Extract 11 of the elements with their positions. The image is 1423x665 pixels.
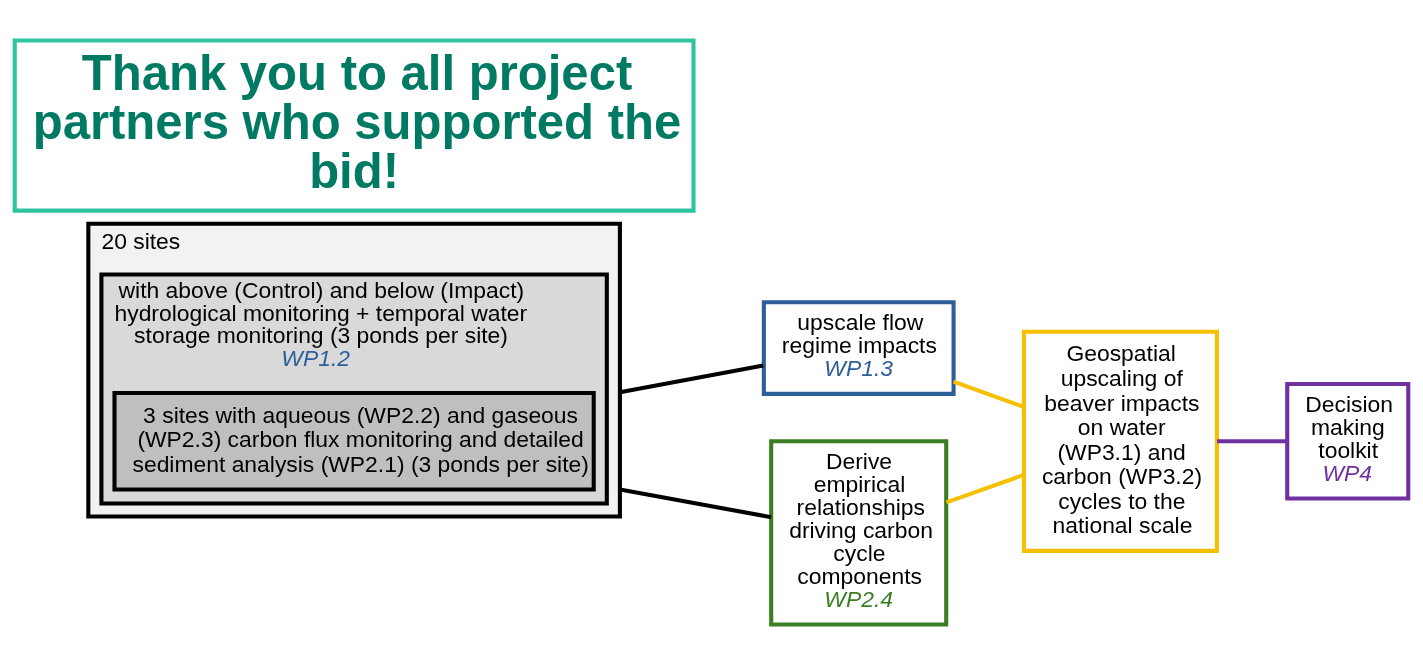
connector xyxy=(945,473,1025,505)
node-box: Thank you to all project partners who supported the bid! xyxy=(12,38,696,213)
node-box: Geospatial upscaling of beaver impacts on water (WP3.1) and carbon (WP3.2) cycles to the national scale xyxy=(1021,329,1219,553)
node-box: Decision making toolkit WP4 xyxy=(1285,381,1411,501)
connector xyxy=(619,487,772,520)
node-box: 3 sites with aqueous (WP2.2) and gaseous (WP2.3) carbon flux monitoring and detailed sediment analysis (WP2.1) (3 ponds per site) xyxy=(112,390,596,492)
connector xyxy=(952,379,1025,409)
node-box: Derive empirical relationships driving carbon cycle components WP2.4 xyxy=(769,439,949,627)
node-box: upscale flow regime impacts WP1.3 xyxy=(761,300,956,396)
connector xyxy=(1217,439,1287,444)
connector xyxy=(619,363,764,395)
